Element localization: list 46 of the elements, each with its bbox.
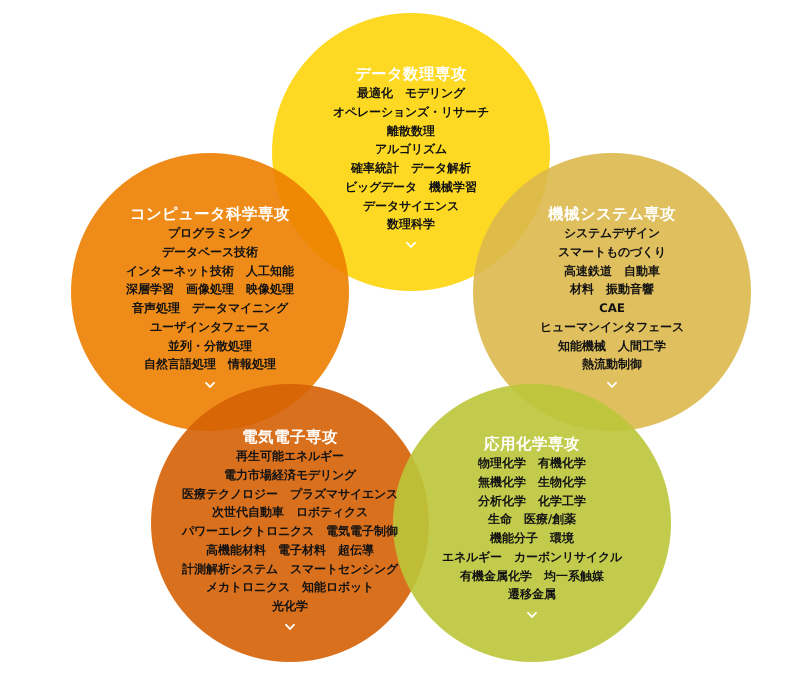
keyword-line: 自然言語処理 情報処理 (144, 356, 276, 374)
keyword-line: 熱流動制御 (582, 356, 642, 374)
circle-heading: データ数理専攻 (355, 64, 467, 84)
keyword-line: 再生可能エネルギー (236, 448, 344, 465)
circle-heading: コンピュータ科学専攻 (130, 204, 290, 224)
keyword-line: 深層学習 画像処理 映像処理 (126, 281, 294, 298)
keyword-line: データサイエンス (363, 198, 459, 214)
keyword-line: 数理科学 (387, 216, 435, 234)
keyword-line: 計測解析システム スマートセンシング (182, 560, 398, 578)
keyword-line: 有機金属化学 均一系触媒 (460, 568, 604, 584)
keyword-line: 高速鉄道 自動車 (564, 262, 660, 280)
keyword-line: オペレーションズ・リサーチ (333, 104, 489, 121)
keyword-line: 機能分子 環境 (490, 530, 574, 547)
keyword-line: 分析化学 化学工学 (478, 492, 586, 510)
circle-heading: 電気電子専攻 (242, 427, 338, 447)
keyword-line: インターネット技術 人工知能 (126, 262, 294, 280)
keyword-line: 高機能材料 電子材料 超伝導 (206, 542, 374, 559)
keyword-line: 物理化学 有機化学 (478, 455, 586, 472)
keyword-line: ヒューマンインタフェース (540, 318, 684, 336)
keyword-line: パワーエレクトロニクス 電気電子制御 (182, 523, 398, 540)
circle-heading: 応用化学専攻 (484, 434, 580, 454)
keyword-line: 最適化 モデリング (357, 85, 465, 102)
keyword-line: 離散数理 (387, 122, 435, 140)
keyword-line: 遷移金属 (508, 586, 556, 604)
keyword-line: アルゴリズム (375, 141, 447, 158)
keyword-line: 知能機械 人間工学 (558, 338, 666, 354)
keyword-line: ビッグデータ 機械学習 (345, 178, 477, 196)
keyword-line: CAE (599, 300, 625, 317)
keyword-line: 医療テクノロジー プラズマサイエンス (182, 486, 398, 502)
circle-heading: 機械システム専攻 (548, 204, 676, 224)
keyword-line: 電力市場経済モデリング (224, 466, 356, 484)
keyword-line: 無機化学 生物化学 (478, 474, 586, 491)
keyword-line: システムデザイン (564, 225, 660, 242)
keyword-line: エネルギー カーボンリサイクル (442, 548, 622, 566)
keyword-line: 並列・分散処理 (168, 338, 252, 354)
keyword-line: 光化学 (272, 598, 308, 615)
keyword-line: 材料 振動音響 (570, 281, 654, 298)
keyword-line: ユーザインタフェース (150, 318, 270, 336)
keyword-line: 確率統計 データ解析 (351, 160, 471, 177)
keyword-line: 音声処理 データマイニング (132, 300, 288, 317)
keyword-line: データベース技術 (162, 244, 258, 261)
keyword-line: プログラミング (168, 225, 252, 242)
keyword-line: スマートものづくり (558, 244, 666, 261)
keyword-line: 生命 医療/創薬 (488, 511, 576, 528)
keyword-line: メカトロニクス 知能ロボット (206, 579, 374, 596)
keyword-line: 次世代自動車 ロボティクス (212, 504, 368, 522)
